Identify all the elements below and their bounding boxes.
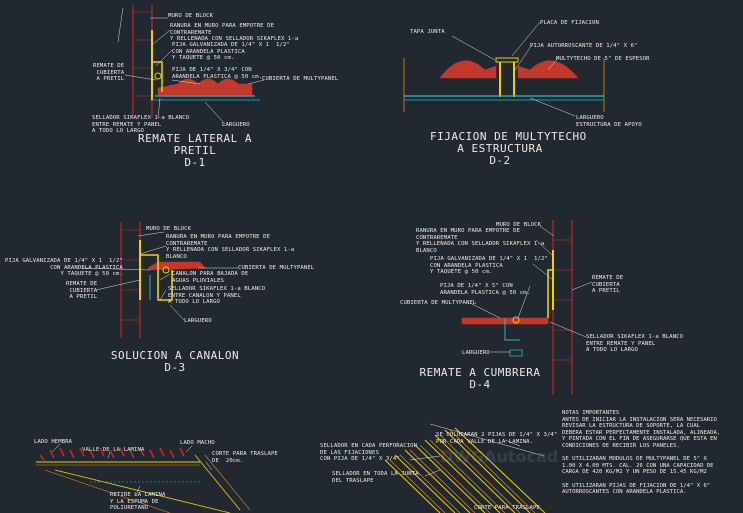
d4-sellador-label: SELLADOR SIKAFLEX 1-a BLANCO ENTRE REMAT… — [586, 334, 684, 354]
d4-remate-label: REMATE DE CUBIERTA A PRETIL — [592, 275, 624, 295]
d4-title: REMATE A CUMBRERA D-4 — [419, 366, 541, 391]
d6-corte-label: CORTE PARA TRASLAPE — [474, 505, 540, 511]
d5-valle-label: VALLE DE LA LAMINA — [82, 447, 145, 453]
d5-retire-label: RETIRE LA LAMINA Y LA ESPUMA DE POLIURET… — [110, 492, 166, 512]
d2-multitecho-label: MULTYTECHO DE 5" DE ESPESOR — [556, 56, 650, 62]
important-notes: NOTAS IMPORTANTES ANTES DE INICIAR LA IN… — [562, 410, 721, 496]
d1-muro-label: MURO DE BLOCK — [168, 13, 214, 19]
detail-d3-drawing — [81, 222, 238, 338]
d4-cubierta-label: CUBIERTA DE MULTYPANEL — [400, 300, 477, 306]
d5-macho-label: LADO MACHO — [180, 440, 215, 446]
d4-larguero-label: LARGUERO — [462, 350, 490, 356]
d4-pija2-label: PIJA DE 1/4" X 5" CON ARANDELA PLASTICA … — [440, 283, 531, 296]
d3-remate-label: REMATE DE CUBIERTA A PRETIL — [66, 281, 98, 301]
d6-sellador1-label: SELLADOR EN CADA PERFORACION DE LAS FIJA… — [320, 443, 418, 463]
detail-d4-drawing — [461, 220, 593, 395]
d1-cubierta-label: CUBIERTA DE MULTYPANEL — [262, 76, 339, 82]
d1-pija2-label: PIJA DE 1/4" X 3/4" CON ARANDELA PLASTIC… — [172, 67, 263, 80]
d4-muro-label: MURO DE BLOCK — [496, 222, 542, 228]
d6-sellador2-label: SELLADOR EN TODA LA JUNTA DEL TRASLAPE — [332, 471, 419, 484]
d2-larguero-label: LARGUERO ESTRUCTURA DE APOYO — [576, 115, 642, 128]
d4-ranura-label: RANURA EN MURO PARA EMPOTRE DE CONTRAREM… — [416, 228, 545, 254]
d1-remate-label: REMATE DE CUBIERTA A PRETIL — [93, 63, 125, 83]
d3-title: SOLUCION A CANALON D-3 — [110, 349, 240, 374]
detail-d5-drawing — [36, 443, 251, 513]
d3-canalon-label: CANALON PARA BAJADA DE AGUAS PLUVIALES — [172, 271, 249, 284]
d5-hembra-label: LADO HEMBRA — [34, 439, 73, 445]
d3-ranura-label: RANURA EN MURO PARA EMPOTRE DE CONTRAREM… — [166, 234, 295, 260]
d1-ranura-label: RANURA EN MURO PARA EMPOTRE DE CONTRAREM… — [170, 23, 299, 43]
d3-larguero-label: LARGUERO — [184, 318, 212, 324]
detail-d2-drawing — [403, 21, 605, 117]
d2-title: FIJACION DE MULTYTECHO A ESTRUCTURA D-2 — [430, 130, 587, 167]
d2-pija-label: PIJA AUTORROSCANTE DE 1/4" X 6" — [530, 43, 638, 49]
d4-pija-label: PIJA GALVANIZADA DE 1/4" X 1 1/2" CON AR… — [430, 256, 548, 276]
detail-d1-drawing — [117, 5, 265, 125]
d1-larguero-label: LARGUERO — [222, 122, 250, 128]
d3-pija-label: PIJA GALVANIZADA DE 1/4" X 1 1/2" CON AR… — [5, 258, 123, 278]
d2-placa-label: PLACA DE FIJACION — [540, 20, 599, 26]
detail-d6-drawing — [384, 423, 546, 513]
d2-tapa-label: TAPA JUNTA — [410, 29, 445, 35]
d1-pija-label: PIJA GALVANIZADA DE 1/4" X 1 1/2" CON AR… — [172, 42, 290, 62]
d5-corte-label: CORTE PARA TRASLAPE DE 20cm. — [212, 451, 278, 464]
d1-sellador-label: SELLADOR SIKAFLEX 1-a BLANCO ENTRE REMAT… — [92, 115, 190, 135]
d3-muro-label: MURO DE BLOCK — [146, 226, 192, 232]
d6-colocaran-label: SE COLOCARAN 2 PIJAS DE 1/4" X 3/4" POR … — [436, 432, 558, 445]
watermark: DWGAutocad — [440, 447, 558, 466]
d3-sellador-label: SELLADOR SIKAFLEX 1-a BLANCO ENTRE CANAL… — [168, 286, 266, 306]
d3-cubierta-label: CUBIERTA DE MULTYPANEL — [238, 265, 315, 271]
d1-title: REMATE LATERAL A PRETIL D-1 — [138, 132, 252, 169]
